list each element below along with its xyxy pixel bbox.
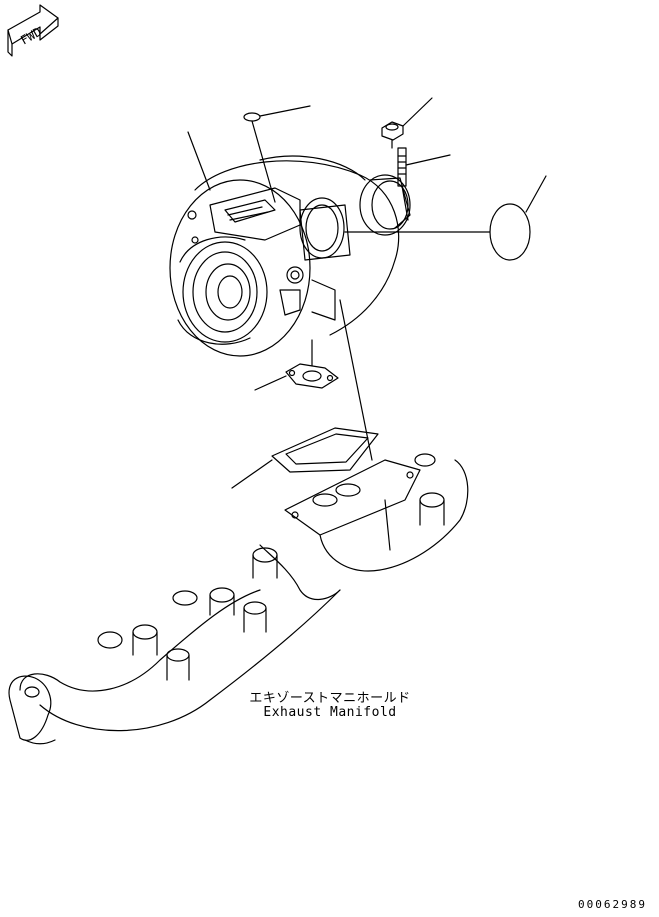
caption-english: Exhaust Manifold (263, 705, 397, 720)
exhaust-manifold (8, 453, 469, 745)
stud-bolt (397, 147, 451, 221)
name-plate (243, 105, 311, 203)
manifold-gasket (231, 299, 379, 489)
fwd-arrow-icon: FWD (7, 4, 59, 57)
drawing-number: 00062989 (578, 898, 647, 911)
o-ring (344, 175, 547, 261)
turbo-leader (187, 131, 211, 191)
small-gasket (254, 339, 339, 391)
turbocharger (169, 155, 411, 357)
caption-japanese: エキゾーストマニホールド (249, 691, 411, 706)
nut (381, 97, 433, 149)
